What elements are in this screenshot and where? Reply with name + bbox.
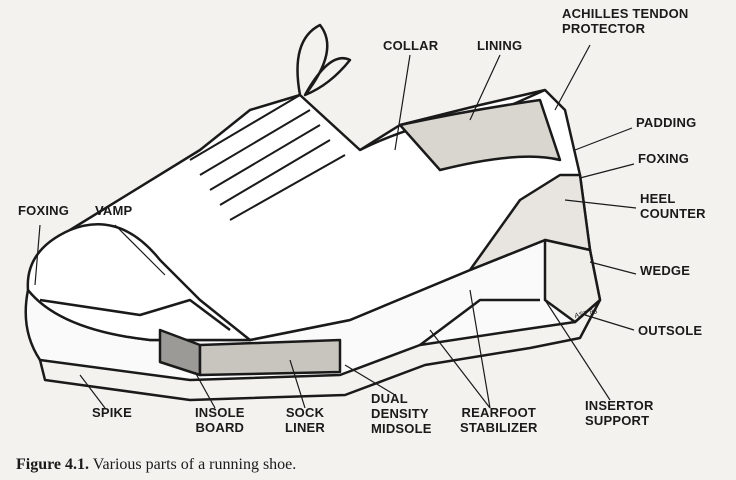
wedge [543, 238, 602, 324]
label-padding: PADDING [636, 115, 697, 130]
label-line: ACHILLES TENDON [562, 6, 689, 21]
label-sock-liner: SOCK LINER [285, 405, 325, 435]
label-line: INSERTOR [585, 398, 654, 413]
label-heel-counter: HEEL COUNTER [640, 191, 706, 221]
lace-loop [296, 23, 352, 97]
label-line: PROTECTOR [562, 21, 646, 36]
label-line: INSOLE [195, 405, 245, 420]
label-line: BOARD [195, 420, 245, 435]
label-outsole: OUTSOLE [638, 323, 703, 338]
label-line: SUPPORT [585, 413, 650, 428]
label-spike: SPIKE [92, 405, 133, 420]
label-line: HEEL [640, 191, 676, 206]
figure-caption: Figure 4.1. Various parts of a running s… [16, 456, 296, 474]
laces [189, 94, 346, 221]
caption-number: Figure 4.1. [16, 456, 90, 473]
sock-liner [198, 338, 342, 377]
label-achilles-tendon-protector: ACHILLES TENDON PROTECTOR [562, 6, 689, 36]
label-line: LINER [285, 420, 325, 435]
label-line: REARFOOT [461, 405, 537, 420]
label-collar: COLLAR [383, 38, 439, 53]
label-line: COUNTER [640, 206, 706, 221]
label-line: MIDSOLE [371, 421, 432, 436]
label-line: DENSITY [371, 406, 429, 421]
label-line: SOCK [285, 405, 325, 420]
label-line: STABILIZER [460, 420, 538, 435]
label-lining: LINING [477, 38, 523, 53]
caption-text: Various parts of a running shoe. [92, 456, 297, 473]
label-dual-density-midsole: DUAL DENSITY MIDSOLE [371, 391, 432, 436]
label-line: DUAL [371, 391, 408, 406]
label-insole-board: INSOLE BOARD [195, 405, 245, 435]
label-foxing-left: FOXING [18, 203, 70, 218]
label-vamp: VAMP [95, 203, 133, 218]
label-insertor-support: INSERTOR SUPPORT [585, 398, 654, 428]
leader-lines [34, 44, 637, 409]
lining [398, 98, 562, 172]
artist-signature: AST 83 [574, 308, 598, 320]
vamp [69, 223, 251, 341]
label-rearfoot-stabilizer: REARFOOT STABILIZER [460, 405, 538, 435]
label-foxing-right: FOXING [638, 151, 690, 166]
label-wedge: WEDGE [640, 263, 691, 278]
